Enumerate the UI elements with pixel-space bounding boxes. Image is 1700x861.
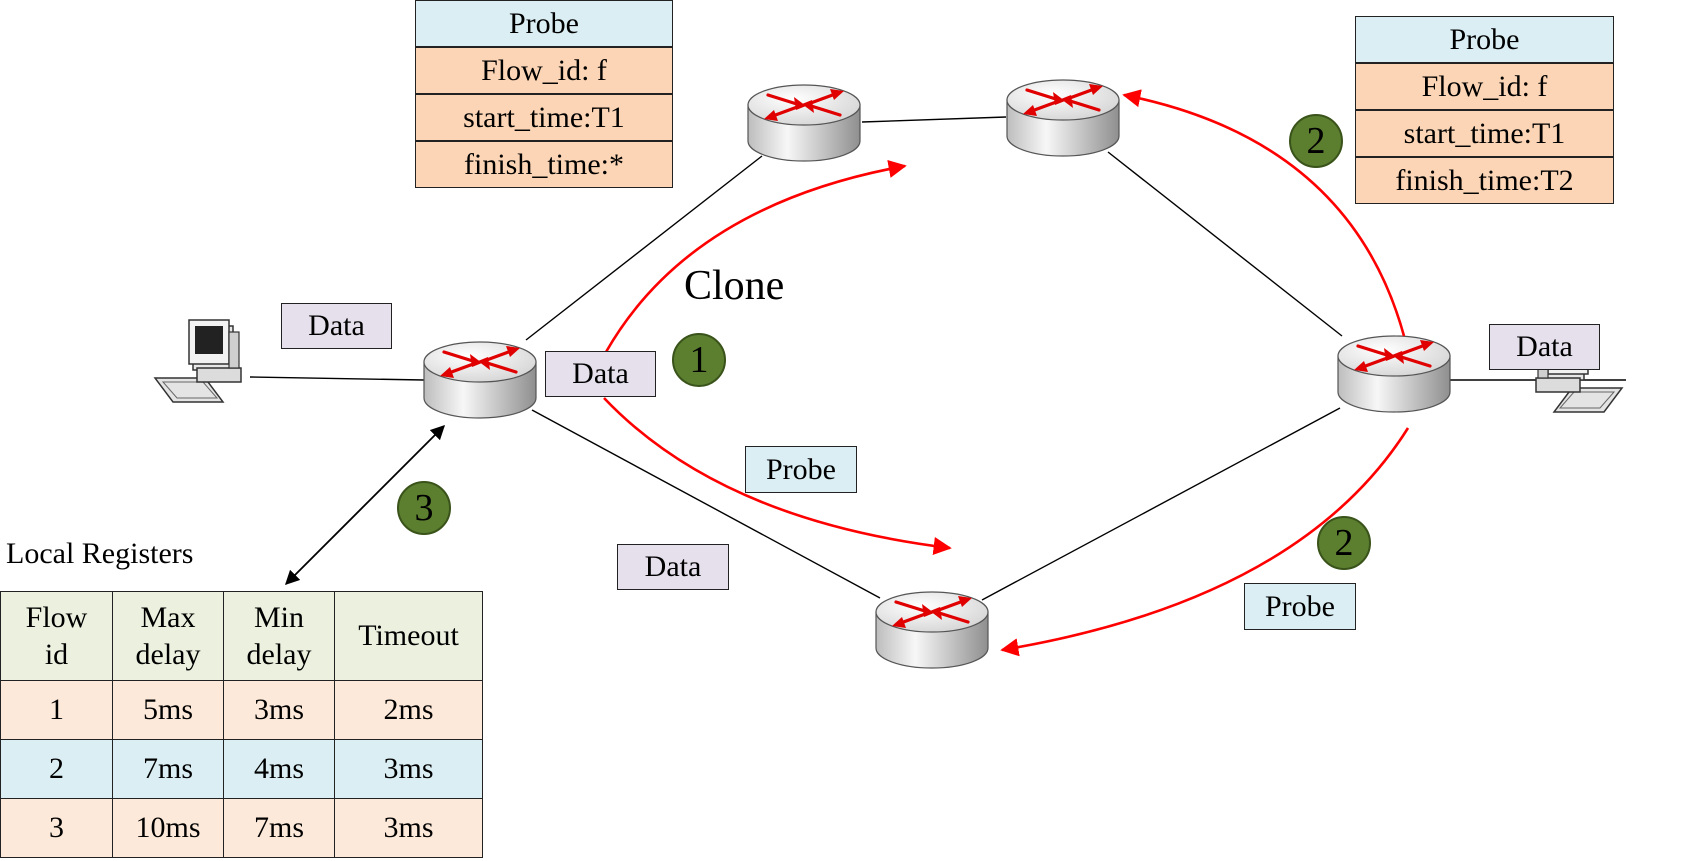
probe-packet-right-start-time: start_time:T1 — [1355, 110, 1614, 157]
table-row: 1 5ms 3ms 2ms — [0, 680, 483, 740]
probe-forward-arrow — [603, 397, 952, 556]
table-cell: 5ms — [112, 680, 224, 740]
link-r3-r4 — [1107, 151, 1343, 337]
local-registers-title: Local Registers — [6, 537, 194, 570]
clone-label: Clone — [684, 263, 785, 309]
router-upper-left[interactable] — [746, 83, 862, 163]
link-r1-r2 — [525, 155, 763, 341]
step-2-upper-badge: 2 — [1289, 114, 1343, 168]
probe-packet-left-finish-time: finish_time:* — [415, 141, 673, 188]
step-2-lower-badge: 2 — [1317, 516, 1371, 570]
step-1-badge: 1 — [672, 333, 726, 387]
link-r1-r5 — [531, 409, 881, 599]
router-egress[interactable] — [1336, 334, 1452, 414]
router-upper-right[interactable] — [1005, 78, 1121, 158]
data-label-left-host: Data — [281, 303, 392, 349]
link-lefthost-r1 — [249, 376, 425, 381]
table-cell: 2ms — [334, 680, 483, 740]
table-cell: 3ms — [334, 798, 483, 858]
probe-packet-right-finish-time: finish_time:T2 — [1355, 157, 1614, 204]
table-row: 2 7ms 4ms 3ms — [0, 739, 483, 799]
data-label-ingress: Data — [545, 351, 656, 397]
table-cell: 7ms — [223, 798, 335, 858]
step-3-badge: 3 — [397, 481, 451, 535]
table-cell: 1 — [0, 680, 113, 740]
probe-packet-right-header: Probe — [1355, 16, 1614, 63]
router-lower[interactable] — [874, 590, 990, 670]
table-cell: 3ms — [223, 680, 335, 740]
probe-packet-left-header: Probe — [415, 0, 673, 47]
link-r5-r4 — [981, 407, 1341, 601]
table-cell: 10ms — [112, 798, 224, 858]
table-cell: 7ms — [112, 739, 224, 799]
register-access-arrow — [284, 424, 446, 586]
table-cell: 4ms — [223, 739, 335, 799]
router-ingress[interactable] — [422, 340, 538, 420]
table-cell: 2 — [0, 739, 113, 799]
probe-upper-return-arrow — [1122, 89, 1406, 337]
probe-packet-right-flow-id: Flow_id: f — [1355, 63, 1614, 110]
probe-packet-left-flow-id: Flow_id: f — [415, 47, 673, 94]
data-label-right-host: Data — [1489, 324, 1600, 370]
link-r2-r3 — [861, 116, 1007, 123]
probe-label-right-return: Probe — [1244, 583, 1356, 630]
clone-arrow — [604, 159, 907, 353]
table-cell: 3ms — [334, 739, 483, 799]
table-row: 3 10ms 7ms 3ms — [0, 798, 483, 858]
data-label-lower-path: Data — [617, 544, 729, 590]
left-host-computer-icon[interactable] — [154, 319, 242, 403]
column-header-timeout: Timeout — [334, 591, 483, 681]
probe-lower-return-arrow — [1000, 427, 1410, 657]
probe-packet-left-start-time: start_time:T1 — [415, 94, 673, 141]
probe-label-lower-path: Probe — [745, 446, 857, 493]
table-cell: 3 — [0, 798, 113, 858]
